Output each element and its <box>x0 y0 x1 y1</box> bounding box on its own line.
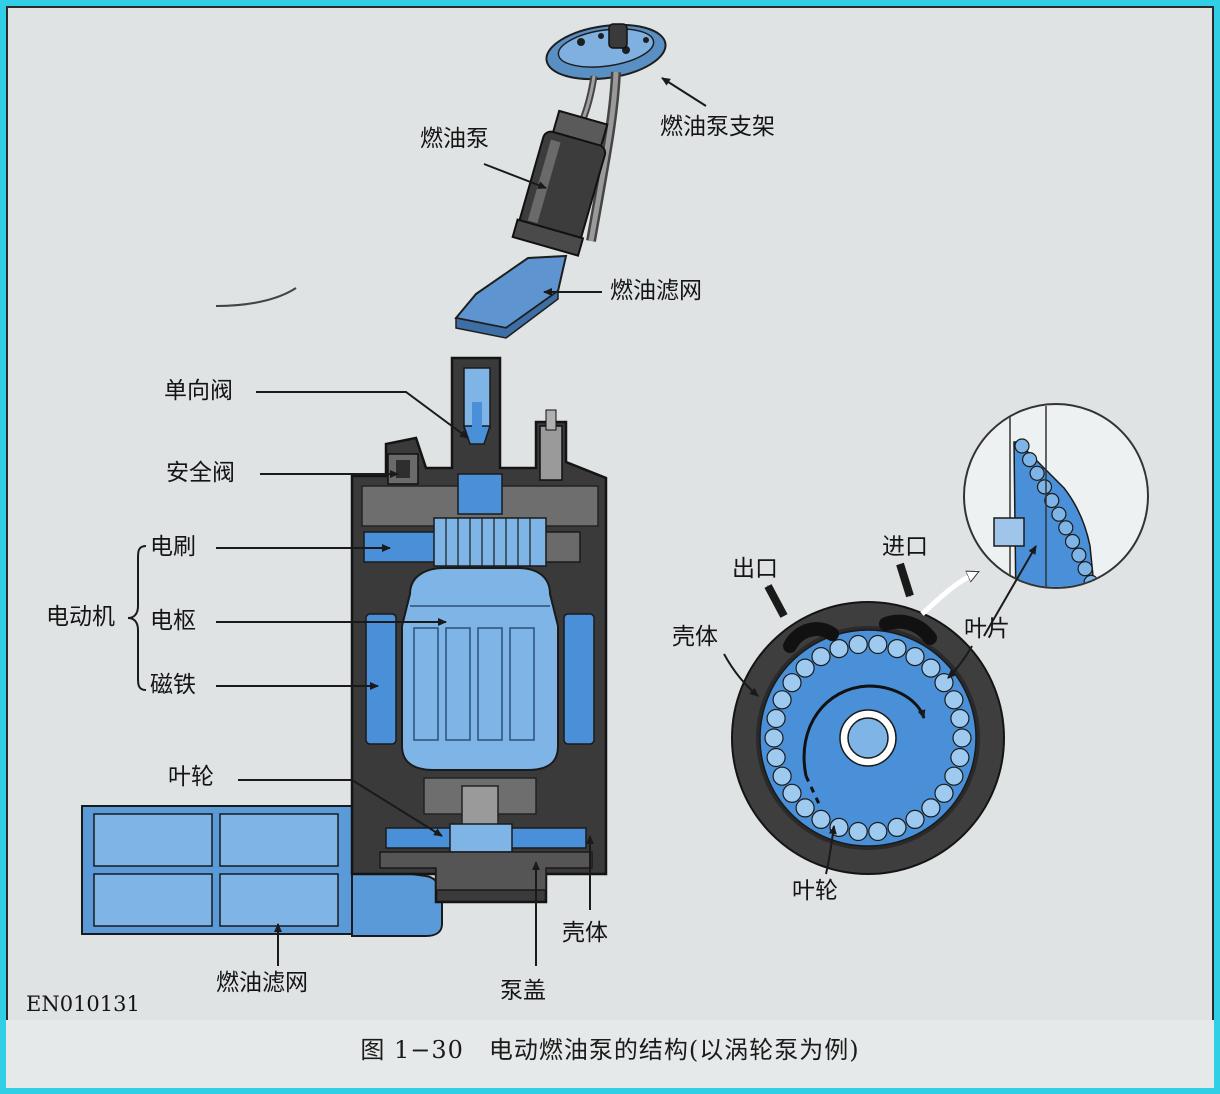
impeller-blade-pocket <box>921 798 941 818</box>
closeup-blade <box>1077 561 1093 577</box>
closeup-blade <box>1058 520 1074 536</box>
impeller-blade-pocket <box>764 728 784 748</box>
label-fuel-pump: 燃油泵 <box>420 126 489 152</box>
label-motor: 电动机 <box>46 604 115 630</box>
figure-code: EN010131 <box>26 992 140 1016</box>
label-housing-left: 壳体 <box>562 920 608 946</box>
vortex-pump-section <box>731 562 1005 875</box>
impeller-blade-pocket <box>772 766 792 786</box>
impeller-blade-pocket <box>795 658 815 678</box>
closeup-blade <box>1064 533 1081 550</box>
closeup-blade <box>1044 492 1060 509</box>
label-safety-valve: 安全阀 <box>166 460 235 486</box>
label-armature: 电枢 <box>150 608 196 634</box>
label-impeller-right: 叶轮 <box>792 878 838 904</box>
impeller-blade-pocket <box>868 634 888 655</box>
impeller-blade-pocket <box>887 638 907 659</box>
impeller-blade-pocket <box>811 809 831 830</box>
impeller-blade-pocket <box>905 646 925 667</box>
label-pump-cover: 泵盖 <box>500 978 546 1004</box>
impeller-blade-pocket <box>766 708 786 729</box>
label-outlet: 出口 <box>732 556 778 582</box>
impeller-blade-pocket <box>944 766 964 786</box>
label-check-valve: 单向阀 <box>164 378 233 404</box>
figure-panel: 燃油泵 燃油泵支架 燃油滤网 单向阀 安全阀 电动机 电刷 电枢 磁铁 叶轮 燃… <box>6 6 1214 1088</box>
label-brush: 电刷 <box>150 534 196 560</box>
closeup-blade <box>1014 438 1030 454</box>
impeller-blade-pocket <box>868 821 888 842</box>
impeller-blade-pocket <box>766 747 786 768</box>
closeup-blade <box>1051 506 1067 522</box>
impeller-blade-pocket <box>848 821 868 842</box>
impeller-blade-pocket <box>952 728 972 748</box>
impeller-blade-pocket <box>829 638 849 659</box>
impeller-blade-pocket <box>887 817 907 838</box>
label-fuel-filter-top: 燃油滤网 <box>610 278 702 304</box>
closeup-blade <box>1036 479 1053 495</box>
impeller-blades <box>764 634 972 842</box>
impeller-blade-pocket <box>782 783 802 803</box>
impeller-blade-pocket <box>950 747 970 768</box>
impeller-blade-pocket <box>944 690 964 710</box>
impeller-blade-pocket <box>772 690 792 710</box>
impeller-blade-pocket <box>848 634 868 655</box>
impeller-blade-pocket <box>782 673 802 693</box>
label-inlet: 进口 <box>882 534 928 560</box>
label-housing-right: 壳体 <box>672 624 718 650</box>
closeup-blade <box>1029 465 1045 481</box>
caption-bar <box>6 1020 1214 1088</box>
figure-caption: 图 1−30 电动燃油泵的结构(以涡轮泵为例) <box>360 1036 860 1064</box>
impeller-blade-pocket <box>934 783 954 803</box>
closeup-blade <box>1090 589 1104 603</box>
diagram-art <box>81 23 1149 966</box>
label-impeller-left: 叶轮 <box>168 764 214 790</box>
pump-assembly-top <box>454 23 667 339</box>
closeup-blade <box>1071 547 1087 563</box>
impeller-blade-pocket <box>811 646 831 667</box>
label-blade: 叶片 <box>964 616 1010 642</box>
closeup-blade <box>1021 452 1038 468</box>
impeller-blade-pocket <box>921 658 941 678</box>
pump-cutaway <box>81 356 608 937</box>
label-magnet: 磁铁 <box>150 672 196 698</box>
blade-closeup <box>963 403 1149 603</box>
impeller-blade-pocket <box>795 798 815 818</box>
label-pump-bracket: 燃油泵支架 <box>660 114 775 140</box>
impeller-blade-pocket <box>905 809 925 830</box>
label-fuel-filter-bottom: 燃油滤网 <box>216 970 308 996</box>
impeller-blade-pocket <box>950 708 970 729</box>
